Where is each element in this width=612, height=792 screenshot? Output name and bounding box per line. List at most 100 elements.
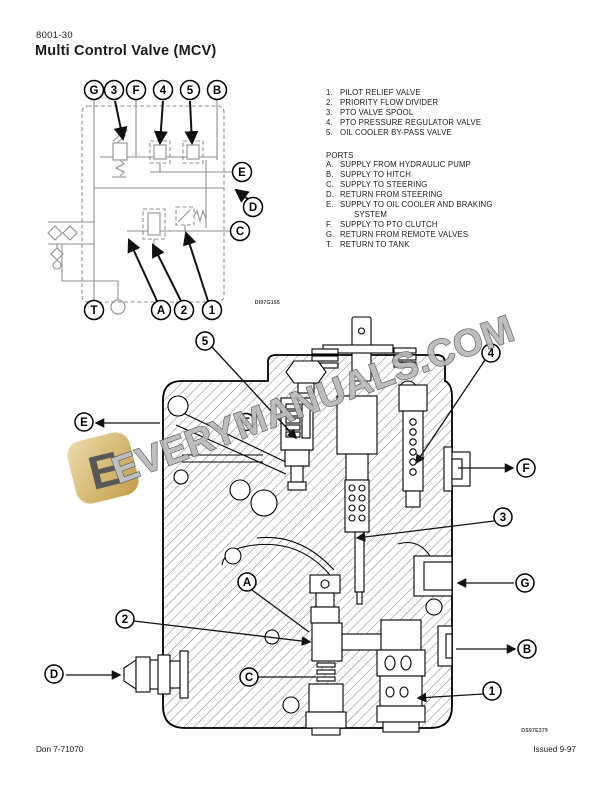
schematic-valves	[112, 127, 207, 246]
callout-F: F	[516, 458, 536, 478]
port-item: C.SUPPLY TO STEERING	[326, 180, 428, 190]
svg-text:4: 4	[488, 348, 495, 360]
svg-text:D: D	[249, 202, 257, 214]
pilot-relief-valve-symbol	[175, 206, 207, 231]
callout-T: T	[83, 299, 105, 321]
svg-text:T: T	[90, 305, 97, 317]
port-b-opening	[437, 625, 453, 667]
port-item-continuation: SYSTEM	[354, 209, 387, 219]
oil-cooler-bypass-symbol	[182, 137, 204, 164]
port-d-fitting	[123, 650, 189, 699]
port-item: D.RETURN FROM STEERING	[326, 190, 443, 200]
svg-text:2: 2	[122, 614, 128, 626]
figure-id: DI97G155	[255, 300, 280, 306]
hydraulic-schematic-figure: G 3 F 4 5 B E D C T A 2 1 DI97G155	[47, 79, 280, 321]
schematic-arrows	[113, 100, 250, 302]
svg-text:5: 5	[187, 85, 194, 97]
svg-text:F: F	[522, 463, 529, 475]
svg-text:3: 3	[111, 85, 117, 97]
pto-pressure-regulator	[398, 384, 428, 508]
filter-symbol	[62, 225, 78, 241]
internal-passages	[175, 412, 431, 576]
svg-text:D: D	[50, 669, 58, 681]
svg-text:G: G	[90, 85, 99, 97]
callout-4: 4	[481, 343, 501, 363]
pto-valve-spool-symbol	[112, 127, 128, 178]
callout-F: F	[125, 79, 147, 101]
page-title: Multi Control Valve (MCV)	[35, 43, 217, 59]
svg-text:2: 2	[181, 305, 187, 317]
port-item: B.SUPPLY TO HITCH	[326, 170, 411, 180]
callout-T: T	[236, 412, 256, 432]
pump-symbol	[110, 299, 126, 315]
schematic-plumbing	[47, 100, 232, 315]
svg-text:G: G	[521, 578, 530, 590]
footer-issue-date: Issued 9-97	[533, 745, 576, 754]
callout-G: G	[83, 79, 105, 101]
port-item: T.RETURN TO TANK	[326, 239, 410, 249]
svg-text:E: E	[80, 417, 88, 429]
callout-E: E	[231, 161, 253, 183]
svg-text:3: 3	[500, 512, 506, 524]
legend-item: 2.PRIORITY FLOW DIVIDER	[326, 97, 439, 107]
port-g-fitting	[413, 555, 453, 597]
legend: 1.PILOT RELIEF VALVE 2.PRIORITY FLOW DIV…	[326, 88, 493, 250]
check-valve-symbol	[50, 247, 64, 261]
callout-B: B	[206, 79, 228, 101]
everymanuals-logo: E	[67, 432, 139, 504]
svg-text:A: A	[243, 577, 251, 589]
svg-text:1: 1	[209, 305, 216, 317]
callout-D: D	[44, 664, 64, 684]
port-f-fitting	[443, 446, 471, 492]
port-item: E.SUPPLY TO OIL COOLER AND BRAKING	[326, 200, 493, 210]
svg-text:B: B	[213, 85, 221, 97]
hex-nut	[285, 360, 327, 384]
callout-B: B	[517, 639, 537, 659]
callout-A: A	[150, 299, 172, 321]
port-item: A.SUPPLY FROM HYDRAULIC PUMP	[326, 160, 471, 170]
callout-5: 5	[195, 331, 215, 351]
page-number: 8001-30	[36, 30, 73, 41]
legend-item: 1.PILOT RELIEF VALVE	[326, 88, 421, 97]
callout-4: 4	[152, 79, 174, 101]
pto-valve-spool	[336, 395, 378, 605]
callout-3: 3	[103, 79, 125, 101]
callout-2: 2	[173, 299, 195, 321]
svg-text:A: A	[157, 305, 165, 317]
svg-text:C: C	[236, 226, 244, 238]
svg-text:4: 4	[160, 85, 167, 97]
schematic-callouts: G 3 F 4 5 B E D C T A 2 1	[83, 79, 264, 321]
callout-D: D	[242, 196, 264, 218]
ports-heading: PORTS	[326, 150, 354, 160]
port-item: G.RETURN FROM REMOTE VALVES	[326, 229, 469, 239]
callout-3: 3	[493, 507, 513, 527]
cross-section-callouts: 5 4 E T F 3 G B 1 2 D C A	[44, 331, 537, 701]
filter-symbol	[47, 225, 63, 241]
callout-E: E	[74, 412, 94, 432]
footer-doc-number: Don 7-71070	[36, 745, 84, 754]
bolt-holes	[167, 380, 443, 714]
svg-text:C: C	[245, 672, 253, 684]
svg-text:B: B	[523, 644, 531, 656]
callout-A: A	[237, 572, 257, 592]
pto-spool-stem	[285, 316, 417, 394]
legend-item: 4.PTO PRESSURE REGULATOR VALVE	[326, 117, 482, 127]
legend-item: 3.PTO VALVE SPOOL	[326, 107, 414, 117]
pilot-relief-valve	[376, 619, 426, 733]
callout-G: G	[515, 573, 535, 593]
callout-2: 2	[115, 609, 135, 629]
svg-text:T: T	[242, 417, 249, 429]
legend-item: 5.OIL COOLER BY-PASS VALVE	[326, 127, 452, 137]
figure-id: DS97E379	[521, 728, 548, 734]
callout-1: 1	[201, 299, 223, 321]
cross-section-arrows	[66, 346, 517, 703]
valve-cross-section-figure: 5 4 E T F 3 G B 1 2 D C A DS97E379 E EVE…	[44, 308, 548, 736]
priority-flow-divider-symbol	[142, 208, 166, 246]
callout-1: 1	[482, 681, 502, 701]
port-item: F.SUPPLY TO PTO CLUTCH	[326, 219, 438, 229]
callout-5: 5	[179, 79, 201, 101]
priority-flow-divider	[305, 574, 383, 736]
callout-C: C	[229, 220, 251, 242]
callout-C: C	[239, 667, 259, 687]
